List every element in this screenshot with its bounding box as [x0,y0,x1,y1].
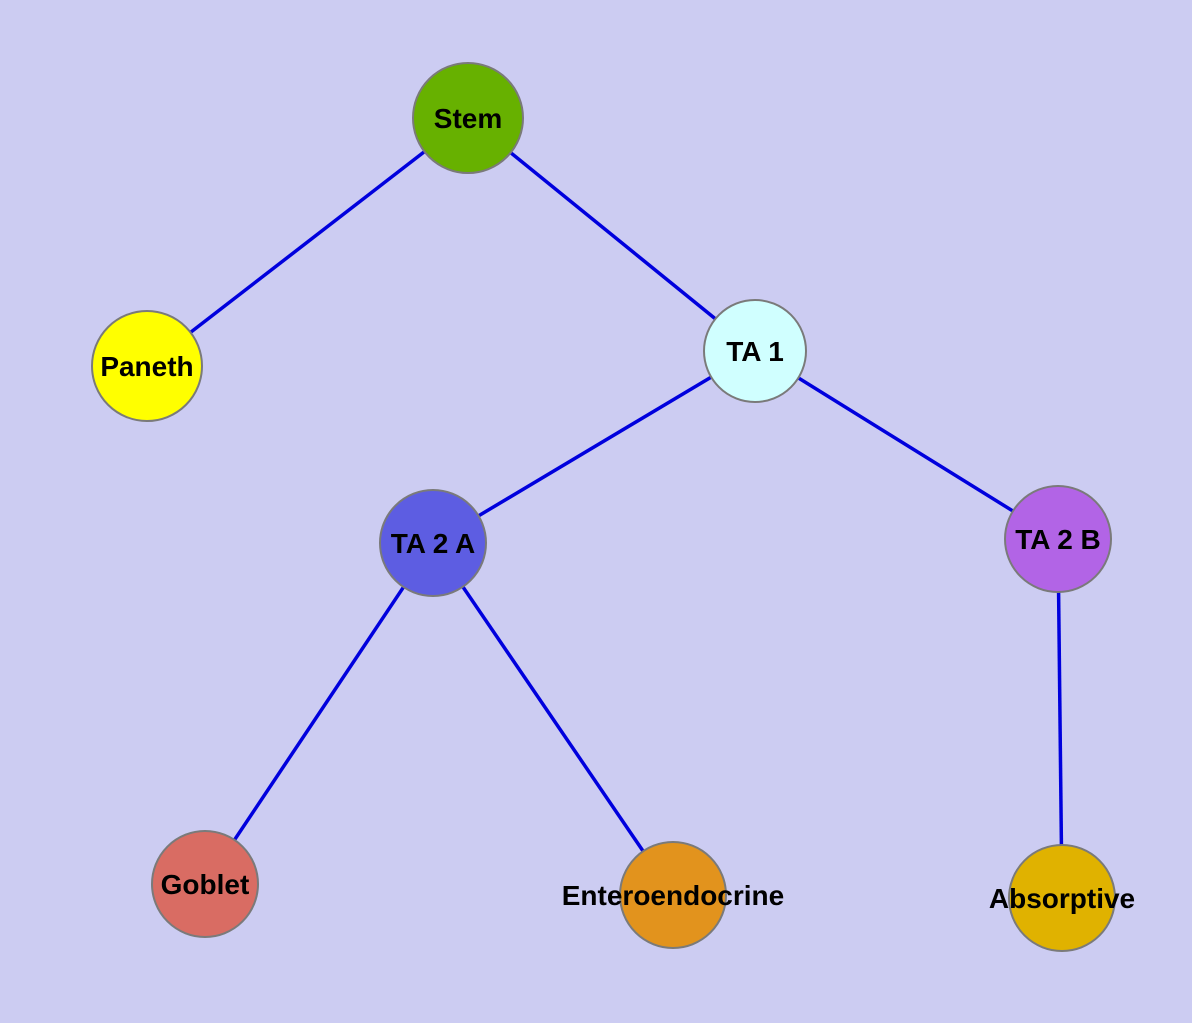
node-label-enteroendocrine: Enteroendocrine [562,880,784,911]
node-circle-absorptive [1008,844,1116,952]
node-paneth: Paneth [91,310,203,422]
node-absorptive: Absorptive [989,844,1135,952]
node-label-goblet: Goblet [161,869,250,900]
edge-ta2b-absorptive [1056,538,1064,899]
node-enteroendocrine: Enteroendocrine [562,841,784,949]
edge-stem-paneth [145,116,470,368]
node-ta1: TA 1 [703,299,807,403]
node-goblet: Goblet [151,830,259,938]
node-label-absorptive: Absorptive [989,883,1135,914]
edges-layer [145,116,1064,899]
node-label-ta1: TA 1 [726,336,784,367]
node-circle-enteroendocrine [619,841,727,949]
node-circle-ta2b [1004,485,1112,593]
edge-ta2a-goblet [203,542,435,885]
node-ta2b: TA 2 B [1004,485,1112,593]
node-stem: Stem [412,62,524,174]
node-circle-stem [412,62,524,174]
node-label-stem: Stem [434,103,502,134]
node-circle-ta2a [379,489,487,597]
node-label-ta2a: TA 2 A [391,528,476,559]
node-ta2a: TA 2 A [379,489,487,597]
node-label-ta2b: TA 2 B [1015,524,1101,555]
node-label-paneth: Paneth [100,351,193,382]
edge-ta2a-enteroendocrine [431,542,675,896]
edge-ta1-ta2b [754,349,1059,541]
node-circle-goblet [151,830,259,938]
node-circle-paneth [91,310,203,422]
edge-ta1-ta2a [432,349,756,545]
node-circle-ta1 [703,299,807,403]
edge-stem-ta1 [466,116,757,353]
